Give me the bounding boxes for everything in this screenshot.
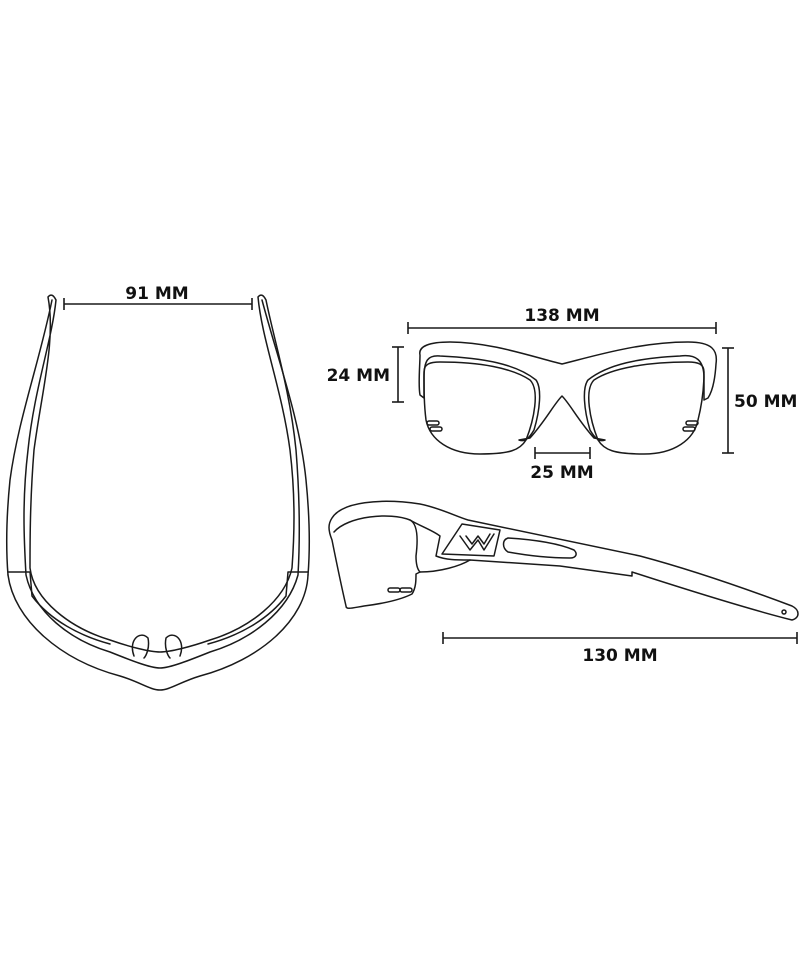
side-view-temple-hole: [781, 609, 787, 615]
front-view: [418, 341, 718, 455]
frame-height-label: 50 MM: [734, 392, 797, 412]
bridge-width-label: 25 MM: [530, 463, 593, 483]
side-view-slot-1: [387, 587, 401, 593]
front-view-lens-left: [423, 361, 536, 455]
top-view-left-temple: [5, 299, 53, 576]
side-view-temple-window: [502, 537, 577, 559]
top-view-right-temple: [261, 299, 311, 576]
front-view-slot-left-1: [426, 420, 440, 426]
side-view-slot-2: [399, 587, 413, 593]
top-view-hinge-right: [207, 571, 309, 645]
temple-length-label: 130 MM: [582, 646, 657, 666]
side-view: [328, 500, 799, 621]
frame-width-label: 138 MM: [524, 306, 599, 326]
top-view: [5, 294, 311, 691]
dimension-temple-length: 130 MM: [442, 632, 798, 666]
top-view-frame-outer: [23, 294, 301, 669]
front-view-slot-left-2: [429, 426, 443, 432]
top-view-nose-pad-left: [131, 634, 150, 659]
dimension-frame-width: 138 MM: [407, 306, 717, 334]
lens-height-label: 24 MM: [327, 366, 390, 386]
top-view-nose-pad-right: [164, 634, 183, 659]
side-view-lens-edge: [333, 515, 421, 573]
side-view-brow-underside: [409, 519, 471, 561]
dimension-lens-height: 24 MM: [327, 346, 404, 403]
dimension-frame-height: 50 MM: [722, 347, 797, 454]
side-view-logo-plate: [441, 523, 501, 557]
top-view-front-outer: [7, 574, 309, 691]
side-view-frame-temple: [328, 500, 799, 621]
top-view-hinge-left: [7, 571, 111, 645]
dimension-bridge-width: 25 MM: [530, 447, 594, 483]
front-view-slot-right-2: [682, 426, 696, 432]
front-view-lens-right: [588, 361, 705, 455]
w-logo-icon: [459, 533, 495, 551]
front-view-slot-right-1: [685, 420, 699, 426]
front-view-frame-outer: [418, 341, 718, 442]
temple-width-label: 91 MM: [125, 284, 188, 304]
dimension-temple-width: 91 MM: [63, 284, 253, 310]
